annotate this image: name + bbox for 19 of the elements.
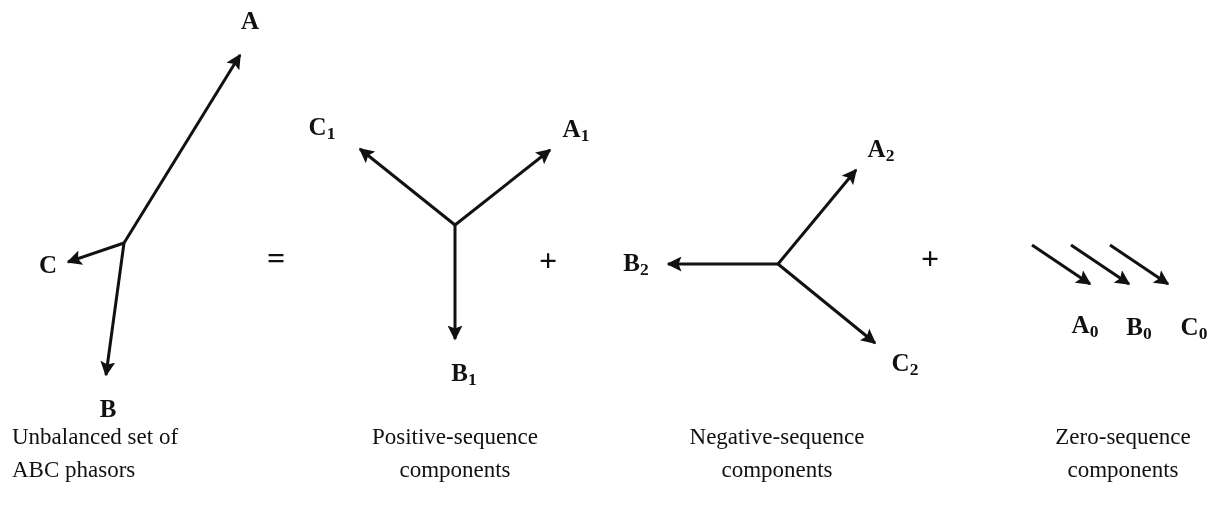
phasor-label: A$_{2}$ <box>867 135 895 165</box>
phasor-label: A$_{1}$ <box>562 115 590 145</box>
phasor-label: B$_{2}$ <box>623 249 649 279</box>
phasor-label: B$_{0}$ <box>1126 313 1152 343</box>
phasor-label: C <box>38 251 58 277</box>
phasor-label: C$_{2}$ <box>891 349 919 379</box>
phasor-label: A <box>240 7 260 33</box>
caption: Zero-sequence components <box>1054 423 1192 484</box>
caption: Negative-sequence components <box>688 423 866 484</box>
phasor-label: B <box>99 395 117 421</box>
operator-sign: + <box>920 242 940 274</box>
phasor-label: C$_{0}$ <box>1180 313 1208 343</box>
phasor-label: B$_{1}$ <box>451 359 477 389</box>
phasor-label: A$_{0}$ <box>1071 311 1099 341</box>
phasor-label: C$_{1}$ <box>308 113 336 143</box>
caption: Unbalanced set of ABC phasors <box>12 423 180 484</box>
operator-sign: + <box>538 244 558 276</box>
caption: Positive-sequence components <box>370 423 540 484</box>
operator-sign: = <box>266 242 286 274</box>
